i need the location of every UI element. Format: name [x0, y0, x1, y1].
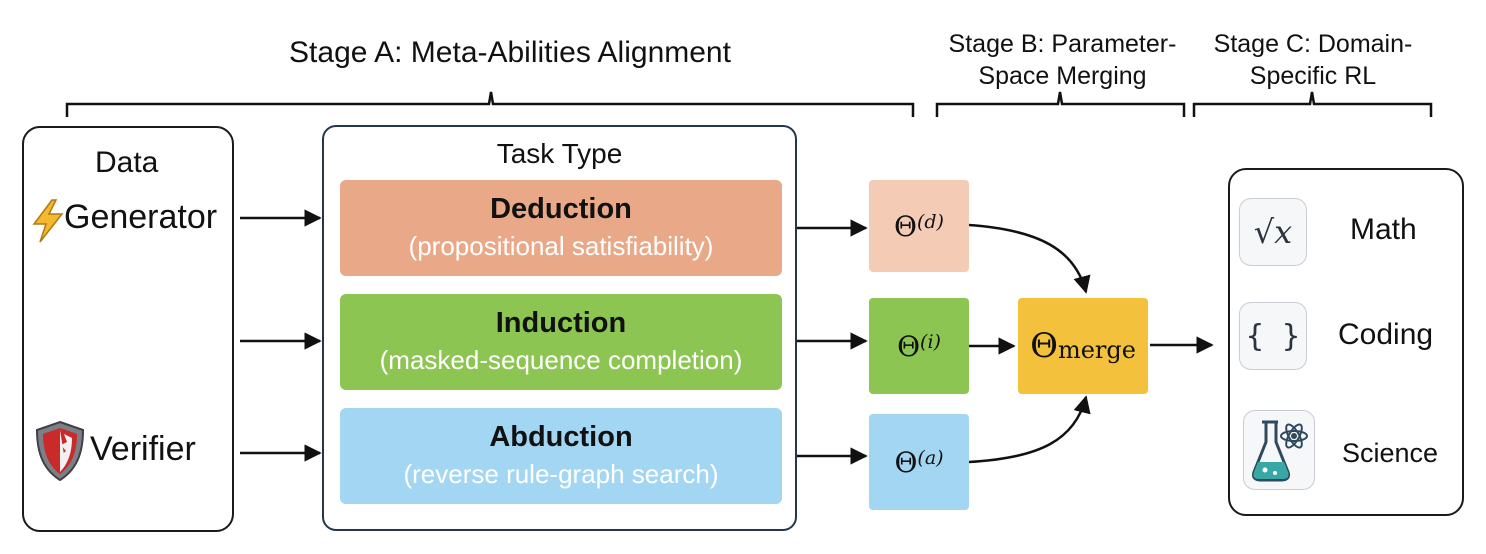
arrow-theta-d-to-merge [968, 223, 1091, 294]
task-induction: Induction (masked-sequence completion) [340, 294, 782, 390]
theta-induction-box: Θ(i) [869, 298, 969, 394]
task-deduction-name: Deduction [490, 193, 632, 225]
verifier-label: Verifier [90, 430, 196, 468]
stage-b-title-line-1: Stage B: Parameter- [948, 30, 1177, 58]
domain-math-label: Math [1350, 213, 1417, 246]
task-type-title: Task Type [496, 138, 623, 169]
task-induction-description: (masked-sequence completion) [379, 345, 743, 375]
theta-abduction-superscript: (a) [917, 447, 944, 469]
task-deduction: Deduction (propositional satisfiability) [340, 180, 782, 276]
stage-b-bracket [935, 91, 1186, 117]
task-abduction: Abduction (reverse rule-graph search) [340, 408, 782, 504]
shield-icon [34, 420, 86, 482]
task-deduction-description: (propositional satisfiability) [408, 231, 714, 261]
theta-induction-superscript: (i) [920, 331, 941, 353]
lightning-icon [30, 198, 66, 244]
theta-abduction-box: Θ(a) [869, 414, 969, 510]
theta-induction-symbol: Θ [897, 329, 921, 363]
domain-coding-label: Coding [1338, 318, 1434, 351]
stage-c-title-line-2: Specific RL [1249, 62, 1377, 90]
data-panel-title: Data [95, 146, 159, 179]
task-abduction-description: (reverse rule-graph search) [403, 459, 719, 489]
square-root-icon: √x [1239, 198, 1307, 266]
theta-deduction-symbol: Θ [894, 209, 917, 243]
theta-deduction-box: Θ(d) [869, 180, 969, 272]
stage-c-bracket [1192, 91, 1433, 117]
square-root-glyph: √x [1253, 213, 1293, 251]
arrow-theta-a-to-merge [968, 395, 1091, 464]
braces-icon: { } [1239, 302, 1307, 370]
stage-a-title: Stage A: Meta-Abilities Alignment [289, 36, 731, 69]
flask-atom-icon [1243, 410, 1315, 490]
task-induction-name: Induction [495, 307, 627, 339]
task-abduction-name: Abduction [489, 421, 633, 453]
stage-b-title-line-2: Space Merging [978, 62, 1147, 90]
theta-abduction-symbol: Θ [894, 445, 918, 479]
stage-a-bracket [65, 91, 915, 117]
theta-deduction-superscript: (d) [916, 211, 944, 233]
braces-glyph: { } [1245, 318, 1301, 354]
theta-merge-subscript: merge [1057, 336, 1136, 364]
generator-label: Generator [64, 198, 218, 236]
stage-c-title-line-1: Stage C: Domain- [1213, 30, 1413, 58]
theta-merge-symbol: Θ [1030, 326, 1058, 366]
domain-science-label: Science [1342, 438, 1439, 468]
